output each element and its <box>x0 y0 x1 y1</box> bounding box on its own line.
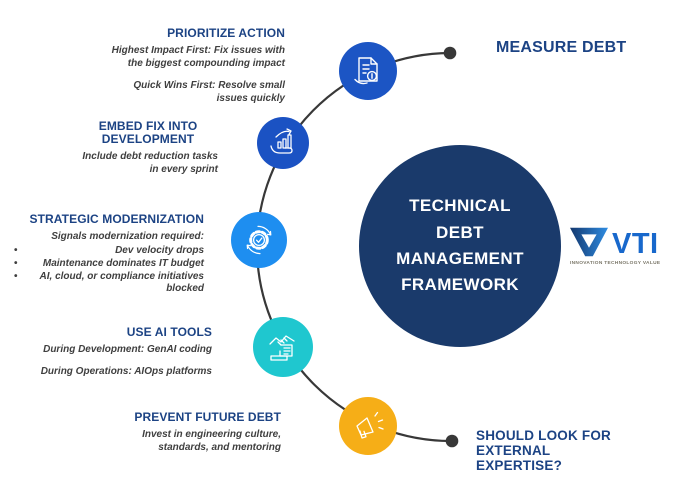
step-description: During Development: GenAI coding <box>43 344 212 356</box>
vti-logo: VTI INNOVATION TECHNOLOGY VALUE <box>570 226 680 266</box>
center-circle: TECHNICAL DEBT MANAGEMENT FRAMEWORK <box>359 145 561 347</box>
step-circle-prevent <box>339 397 397 455</box>
bullet-item: • Dev velocity drops <box>14 244 204 256</box>
step-description: During Operations: AIOps platforms <box>40 365 212 377</box>
bullet-item: • Maintenance dominates IT budget <box>14 257 204 269</box>
step-circle-embed <box>257 117 309 169</box>
bullet-marker: • <box>14 270 18 282</box>
step-prioritize: PRIORITIZE ACTION Highest Impact First: … <box>101 26 285 105</box>
vti-logo-mark <box>570 227 608 257</box>
step-title: PRIORITIZE ACTION <box>167 26 285 40</box>
framework-title: TECHNICAL DEBT MANAGEMENT FRAMEWORK <box>396 196 524 295</box>
connector-dot-bottom <box>445 434 459 448</box>
step-strategic: STRATEGIC MODERNIZATION Signals moderniz… <box>14 212 204 296</box>
step-title: STRATEGIC MODERNIZATION <box>29 212 204 226</box>
bullet-item: • AI, cloud, or compliance initiatives b… <box>14 270 204 295</box>
bullet-marker: • <box>14 257 18 269</box>
brand-tagline: INNOVATION TECHNOLOGY VALUE <box>570 261 661 266</box>
step-embed: EMBED FIX INTO DEVELOPMENT Include debt … <box>78 119 218 177</box>
step-description: Highest Impact First: Fix issues with th… <box>111 45 285 69</box>
step-circle-ai <box>253 317 313 377</box>
step-bullet-list: • Dev velocity drops • Maintenance domin… <box>14 245 204 296</box>
external-expertise-label: SHOULD LOOK FOR EXTERNAL EXPERTISE? <box>476 428 611 474</box>
brand-name: VTI <box>612 228 659 260</box>
step-description: Quick Wins First: Resolve small issues q… <box>133 79 285 104</box>
invoice-icon <box>354 57 378 85</box>
megaphone-icon <box>356 411 384 439</box>
step-prevent: PREVENT FUTURE DEBT Invest in engineerin… <box>96 410 281 455</box>
step-intro: Signals modernization required: <box>51 231 204 243</box>
step-title: PREVENT FUTURE DEBT <box>134 410 281 424</box>
handshake-doc-icon <box>269 335 295 361</box>
step-description: Include debt reduction tasks in every sp… <box>82 151 218 176</box>
gear-check-icon <box>246 225 272 255</box>
step-circle-strategic <box>231 212 287 268</box>
bullet-marker: • <box>14 244 18 256</box>
step-ai: USE AI TOOLS During Development: GenAI c… <box>37 325 212 379</box>
step-title: EMBED FIX INTO DEVELOPMENT <box>98 119 198 147</box>
measure-debt-label: MEASURE DEBT <box>496 39 627 56</box>
step-title: USE AI TOOLS <box>126 325 212 339</box>
step-circle-prioritize <box>339 42 397 100</box>
step-description: Invest in engineering culture, standards… <box>142 429 281 453</box>
connector-dot-top <box>443 46 457 60</box>
hand-growth-icon <box>270 128 293 154</box>
